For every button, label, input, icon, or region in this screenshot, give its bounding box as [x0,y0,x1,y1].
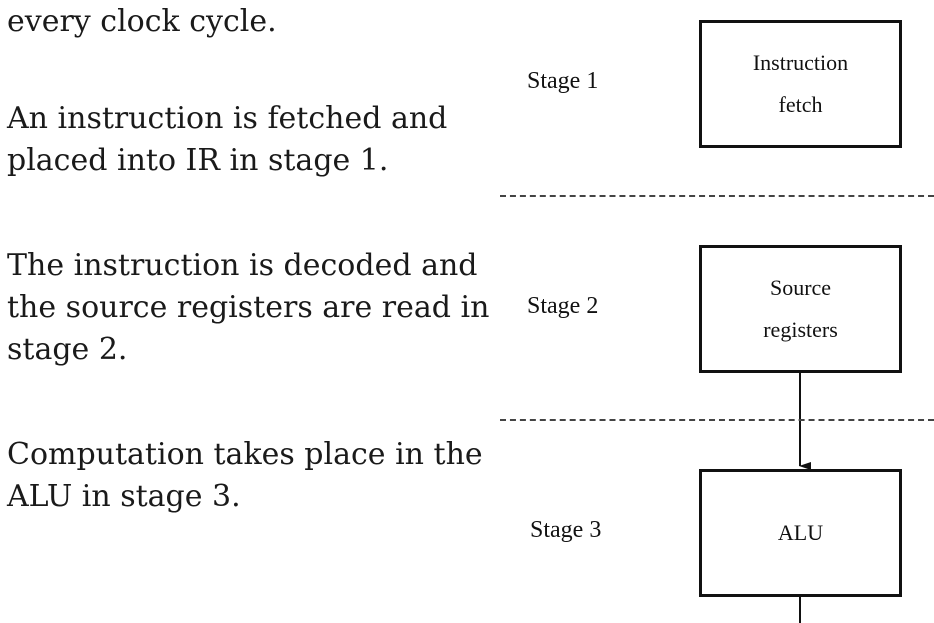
stage-divider-1-2 [500,195,934,197]
stage-divider-2-3 [500,419,934,421]
text-paragraph-stage-1: An instruction is fetched and placed int… [7,101,448,178]
stage-label-2: Stage 2 [527,293,599,319]
source-registers-box-label: Source registers [763,275,838,342]
instruction-fetch-box: Instruction fetch [699,20,902,148]
stage-label-1: Stage 1 [527,68,599,94]
text-paragraph-clock-cycle: every clock cycle. [7,4,277,39]
text-paragraph-stage-3: Computation takes place in the ALU in st… [7,437,483,514]
source-registers-box: Source registers [699,245,902,373]
alu-box-label: ALU [777,520,824,545]
stage-label-3: Stage 3 [530,517,602,543]
alu-box: ALU [699,469,902,597]
text-paragraph-stage-2: The instruction is decoded and the sourc… [7,248,490,367]
instruction-fetch-box-label: Instruction fetch [752,50,849,117]
